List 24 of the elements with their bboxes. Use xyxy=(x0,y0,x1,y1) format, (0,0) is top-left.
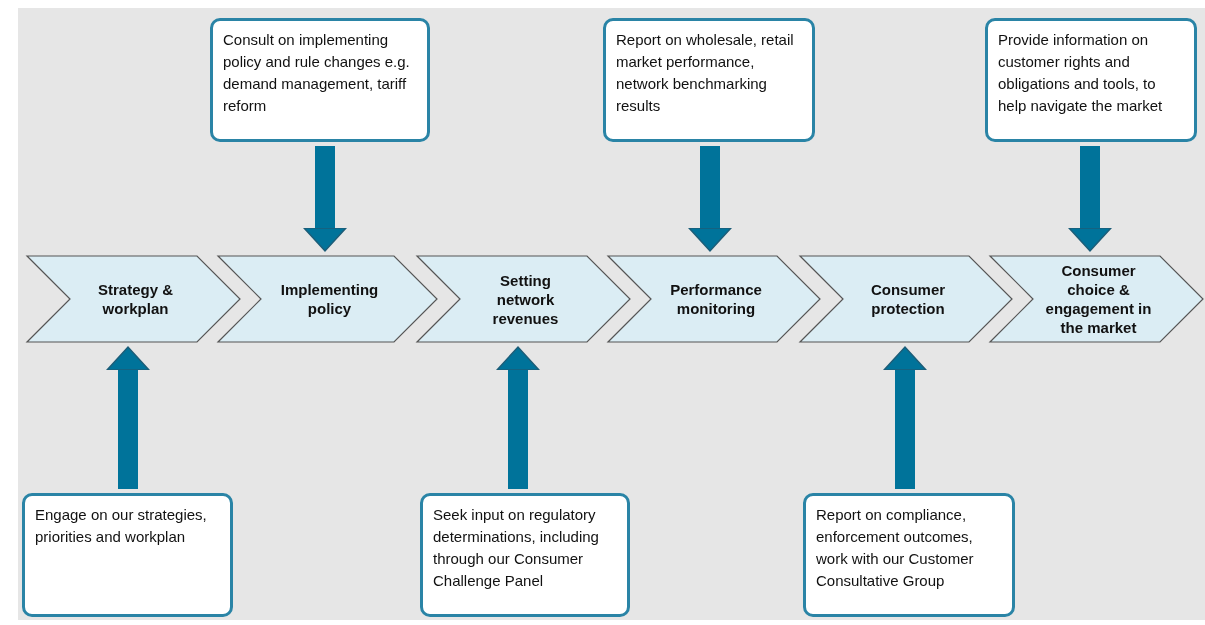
block-arrow xyxy=(883,346,927,489)
description-text: Seek input on regulatory determinations, including through our Consumer Challenge Panel xyxy=(433,506,599,589)
block-arrow xyxy=(1068,146,1112,252)
info-card xyxy=(803,493,1015,617)
info-card xyxy=(210,18,430,142)
stage-label: Implementing policy xyxy=(280,281,379,317)
description-text: Report on wholesale, retail market performance, network benchmarking results xyxy=(616,31,794,114)
description-text: Consult on implementing policy and rule changes e.g. demand management, tariff reform xyxy=(223,31,410,114)
info-card xyxy=(420,493,630,617)
block-arrow xyxy=(106,346,150,489)
stage-label: Setting network revenues xyxy=(492,271,559,327)
stage-label: Consumer protection xyxy=(870,281,946,317)
block-arrow xyxy=(496,346,540,489)
info-card xyxy=(22,493,233,617)
description-text: Provide information on customer rights and obligations and tools, to help navigate the market xyxy=(998,31,1163,114)
stage-label: Consumer choice & engagement in the market xyxy=(1045,262,1152,336)
info-card xyxy=(603,18,815,142)
info-card xyxy=(985,18,1197,142)
stage-label: Strategy & workplan xyxy=(98,281,173,317)
description-text: Engage on our strategies, priorities and workplan xyxy=(35,506,207,545)
stage-label: Performance monitoring xyxy=(670,281,762,317)
description-text: Report on compliance, enforcement outcomes, work with our Customer Consultative Group xyxy=(816,506,974,589)
block-arrow xyxy=(303,146,347,252)
block-arrow xyxy=(688,146,732,252)
